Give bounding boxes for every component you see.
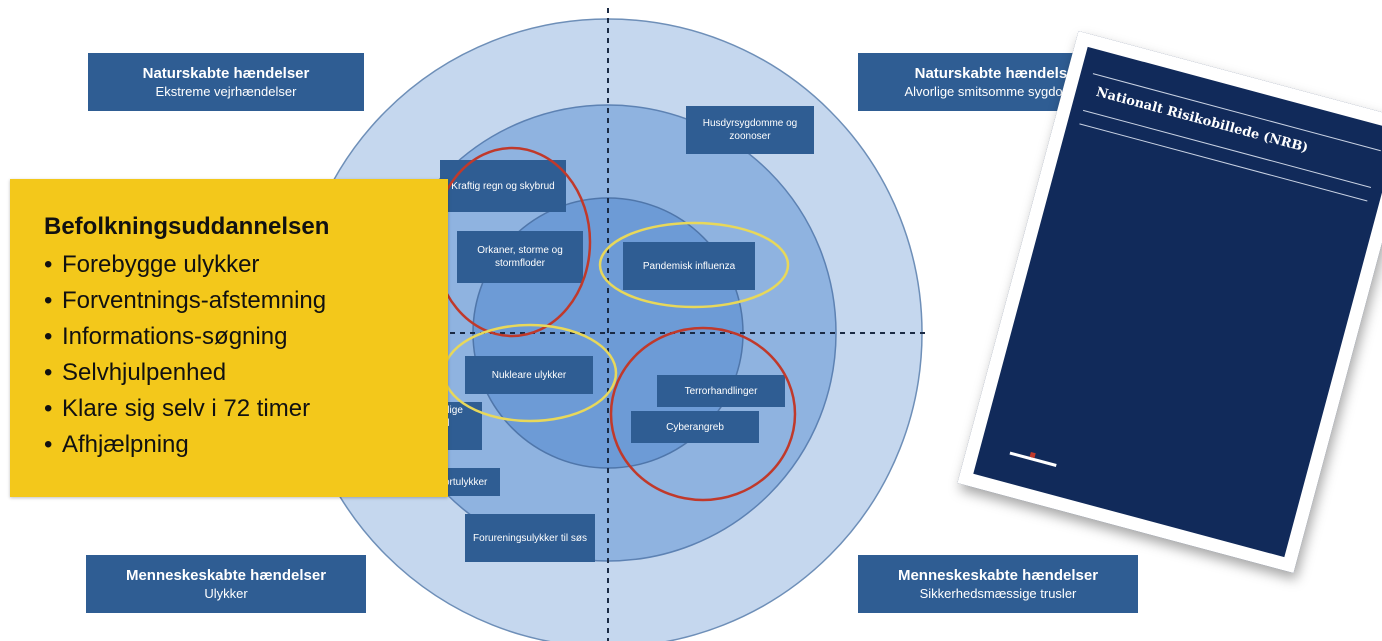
risk-box-terror: Terrorhandlinger xyxy=(657,375,785,407)
callout-item-text: Forebygge ulykker xyxy=(62,251,260,278)
callout-item-text: Selvhjulpenhed xyxy=(62,359,227,386)
callout-item: • Forventnings-afstemning xyxy=(44,283,448,319)
quadrant-title: Naturskabte hændelser xyxy=(142,64,310,82)
callout-item: • Informations-søgning xyxy=(44,319,448,355)
callout-item-text: Informations-søgning xyxy=(62,323,288,350)
quadrant-label-bottom-right: Menneskeskabte hændelser Sikkerhedsmæssi… xyxy=(858,555,1138,613)
quadrant-subtitle: Ulykker xyxy=(204,585,248,601)
quadrant-title: Menneskeskabte hændelser xyxy=(125,566,327,584)
risk-box-cyber: Cyberangreb xyxy=(631,411,759,443)
risk-box-transport-partial: ortulykker xyxy=(440,468,500,496)
bullet-icon: • xyxy=(44,323,53,350)
publisher-logo-icon xyxy=(1009,451,1057,467)
callout-item: • Afhjælpning xyxy=(44,427,448,463)
callout-item-text: Afhjælpning xyxy=(62,431,189,458)
risk-box-pandemi: Pandemisk influenza xyxy=(623,242,755,290)
quadrant-subtitle: Alvorlige smitsomme sygdomme xyxy=(904,83,1092,99)
bullet-icon: • xyxy=(44,359,53,386)
befolkning-callout: Befolkningsuddannelsen • Forebygge ulykke… xyxy=(10,179,448,497)
bullet-icon: • xyxy=(44,287,53,314)
quadrant-subtitle: Ekstreme vejrhændelser xyxy=(155,83,297,99)
bullet-icon: • xyxy=(44,395,53,422)
risk-box-kraftig-regn: Kraftig regn og skybrud xyxy=(440,160,566,212)
quadrant-title: Menneskeskabte hændelser xyxy=(897,566,1099,584)
bullet-icon: • xyxy=(44,431,53,458)
callout-item-text: Klare sig selv i 72 timer xyxy=(62,395,311,422)
risk-box-orkaner: Orkaner, storme og stormfloder xyxy=(457,231,583,283)
callout-title: Befolkningsuddannelsen xyxy=(44,213,330,240)
callout-item: • Klare sig selv i 72 timer xyxy=(44,391,448,427)
quadrant-title: Naturskabte hændelser xyxy=(914,64,1082,82)
callout-item: • Selvhjulpenhed xyxy=(44,355,448,391)
quadrant-label-top-left: Naturskabte hændelser Ekstreme vejrhænde… xyxy=(88,53,364,111)
risk-box-dyresygdomme: Husdyrsygdomme og zoonoser xyxy=(686,106,814,154)
quadrant-subtitle: Sikkerhedsmæssige trusler xyxy=(919,585,1077,601)
bullet-icon: • xyxy=(44,251,53,278)
risk-box-forurening: Forureningsulykker til søs xyxy=(465,514,595,562)
quadrant-label-bottom-left: Menneskeskabte hændelser Ulykker xyxy=(86,555,366,613)
callout-list: • Forebygge ulykker • Forventnings-afstemn… xyxy=(44,247,448,463)
callout-item-text: Forventnings-afstemning xyxy=(62,287,327,314)
risk-box-nukleare: Nukleare ulykker xyxy=(465,356,593,394)
callout-item: • Forebygge ulykker xyxy=(44,247,448,283)
